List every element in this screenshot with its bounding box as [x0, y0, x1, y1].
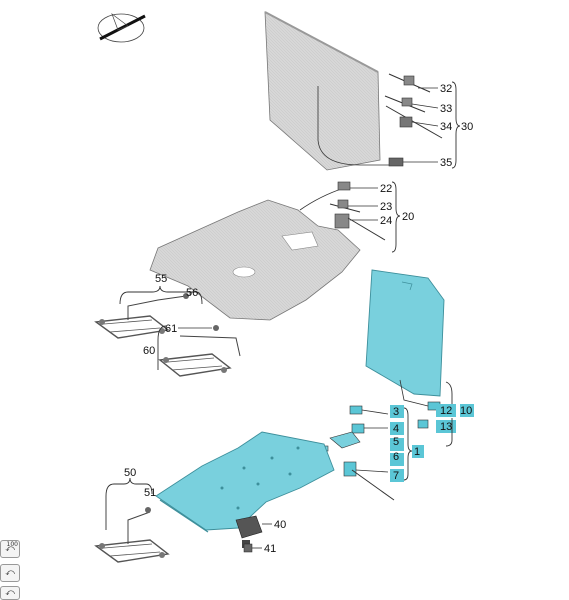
orientation-emblem-icon	[97, 13, 146, 43]
zoom-reset-button[interactable]: ⤺ 100	[0, 540, 20, 558]
callout-34: 34	[440, 121, 452, 133]
callout-24: 24	[380, 215, 392, 227]
upper-seat-cushion	[149, 199, 361, 321]
callout-55: 55	[155, 273, 167, 285]
harness-parts-group-30	[384, 73, 443, 139]
lower-backrest-panel-highlighted	[365, 269, 445, 429]
callout-4-box	[390, 422, 404, 435]
zoom-reset-icon: ⤺	[5, 544, 15, 554]
callout-60: 60	[143, 345, 155, 357]
callout-30: 30	[461, 121, 473, 133]
harness-parts-group-20	[299, 181, 386, 241]
callout-6-box	[390, 453, 404, 466]
callout-20: 20	[402, 211, 414, 223]
callout-32: 32	[440, 83, 452, 95]
callout-33: 33	[440, 103, 452, 115]
zoom-fit-button[interactable]: ⤺	[0, 564, 20, 582]
callout-10-box	[460, 404, 474, 417]
lower-seat-cushion-highlighted	[155, 431, 335, 533]
callout-40: 40	[274, 519, 286, 531]
callout-3: 3	[393, 406, 399, 418]
callout-5-box	[390, 438, 404, 451]
callout-7: 7	[393, 470, 399, 482]
callout-3-box	[390, 405, 404, 418]
callout-1-box	[412, 445, 424, 458]
callout-10: 10	[460, 405, 472, 417]
zoom-in-button[interactable]: ⤺	[0, 586, 20, 600]
callout-7-box	[390, 469, 404, 482]
callout-61: 61	[165, 323, 177, 335]
callout-12: 12	[440, 405, 452, 417]
seat-bracket-55	[94, 293, 189, 339]
callout-41: 41	[264, 543, 276, 555]
connector-41	[243, 543, 253, 553]
callout-22: 22	[380, 183, 392, 195]
harness-parts-group-1	[317, 405, 395, 501]
zoom-fit-icon: ⤺	[5, 568, 15, 578]
callout-12-box	[436, 404, 456, 417]
callout-23: 23	[380, 201, 392, 213]
seat-bracket-50	[94, 507, 170, 563]
callout-50: 50	[124, 467, 136, 479]
callout-56: 56	[186, 287, 198, 299]
callout-13-box	[436, 420, 456, 433]
seat-bracket-60	[158, 325, 241, 377]
callout-4: 4	[393, 423, 399, 435]
callout-5: 5	[393, 436, 399, 448]
zoom-badge: 100	[6, 541, 18, 548]
callout-51: 51	[144, 487, 156, 499]
callout-6: 6	[393, 451, 399, 463]
callout-1: 1	[414, 446, 420, 458]
zoom-in-icon: ⤺	[5, 588, 15, 598]
callout-13: 13	[440, 421, 452, 433]
callout-35: 35	[440, 157, 452, 169]
control-unit-40	[235, 515, 263, 548]
upper-backrest-panel	[264, 11, 404, 171]
